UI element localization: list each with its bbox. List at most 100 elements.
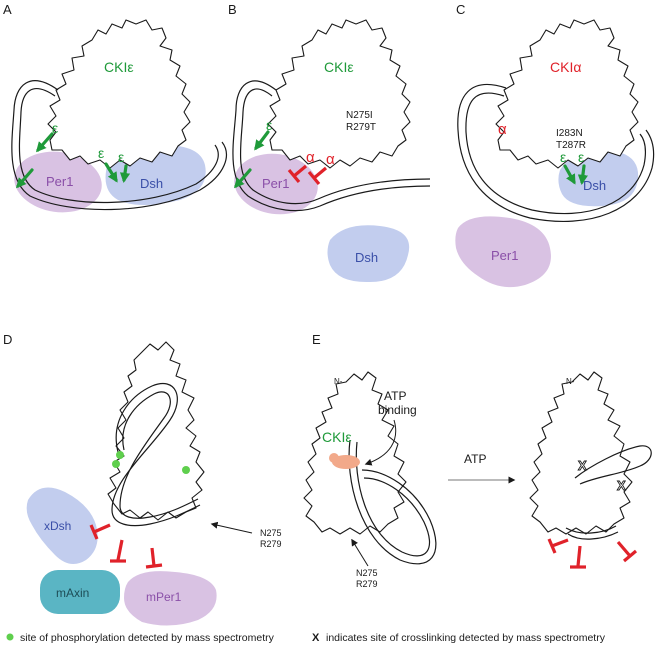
kinase-loop: [111, 383, 201, 527]
panel-letter-b: B: [228, 2, 237, 17]
nterm-label: N-: [334, 377, 343, 386]
site-pointer-arrow: [351, 538, 369, 567]
inhibition-bar: [576, 545, 582, 567]
per1-label: Per1: [491, 248, 518, 263]
kinase-loop: [457, 83, 655, 222]
xdsh-blob: [26, 487, 98, 564]
crosslink-mark: X: [578, 458, 587, 473]
inhibition-bar: [116, 539, 124, 561]
panel-letter-e: E: [312, 332, 321, 347]
kinase-loop: [348, 439, 437, 565]
maxin-blob: [40, 570, 120, 614]
kinase-loop: [574, 445, 652, 485]
inhibition-bar-cap: [89, 524, 99, 540]
kinase-outline: [267, 19, 411, 169]
kinase-loop-inner: [465, 92, 646, 215]
alpha-label: α: [498, 121, 507, 138]
maxin-label: mAxin: [56, 586, 89, 600]
kinase-loop-inner: [355, 441, 431, 557]
legend-phospho-text: site of phosphorylation detected by mass…: [20, 632, 275, 644]
kinase-outline: [303, 371, 407, 535]
epsilon-label: ε: [98, 145, 104, 161]
kinase-loop-inner: [119, 391, 199, 519]
kinase-outline: [107, 341, 205, 521]
dsh-label: Dsh: [583, 178, 606, 193]
phospho-dot: [112, 460, 120, 468]
atp-pointer-arrow: [364, 419, 397, 466]
site-label: R279: [260, 539, 282, 549]
panel-a: A CKIε Per1 Dsh ε ε ε: [3, 2, 227, 213]
epsilon-label: ε: [560, 149, 566, 165]
mper1-label: mPer1: [146, 590, 182, 604]
inhibition-bar: [292, 164, 308, 178]
kinase-loop: [11, 80, 227, 211]
panel-b: B CKIε Per1 Dsh N275I R279T ε α α: [228, 2, 431, 283]
legend: site of phosphorylation detected by mass…: [6, 632, 606, 644]
phosphorylation-arrow: [577, 164, 588, 186]
panel-letter-a: A: [3, 2, 12, 17]
legend-x-symbol: X: [312, 632, 320, 644]
phospho-dot-legend: [6, 633, 14, 641]
panel-c: C CKIα α I283N T287R ε ε Dsh Per1: [455, 2, 655, 288]
inhibition-bar-cap: [622, 549, 638, 563]
epsilon-label: ε: [118, 149, 124, 165]
epsilon-label: ε: [266, 117, 272, 133]
phosphorylation-arrow: [254, 130, 270, 151]
dsh-label: Dsh: [355, 250, 378, 265]
kinase-label: CKIε: [104, 59, 134, 75]
atp-binding-label: binding: [378, 403, 417, 417]
epsilon-label: ε: [578, 149, 584, 165]
per1-label: Per1: [262, 176, 289, 191]
phospho-dot: [182, 466, 190, 474]
phospho-dot: [116, 451, 124, 459]
mper1-blob: [124, 571, 217, 626]
inhibition-bar: [93, 523, 111, 534]
epsilon-label: ε: [52, 120, 58, 136]
atp-binding-label: ATP: [384, 389, 406, 403]
inhibition-bar-cap: [307, 170, 321, 186]
dsh-blob: [327, 225, 410, 283]
inhibition-bar: [616, 540, 632, 558]
per1-blob: [234, 153, 318, 215]
per1-label: Per1: [46, 174, 73, 189]
inhibition-bar-cap: [287, 168, 301, 184]
phosphorylation-arrow: [104, 162, 118, 183]
inhibition-bar-cap: [547, 538, 557, 554]
site-label: N275: [356, 568, 378, 578]
mutation-label: N275I: [346, 110, 373, 121]
panel-d: D xDsh mAxin mPer1 N275 R279: [3, 332, 282, 626]
panel-letter-d: D: [3, 332, 12, 347]
site-label: N275: [260, 528, 282, 538]
kinase-loop-inner: [239, 88, 431, 205]
alpha-label: α: [326, 151, 335, 168]
inhibition-bar-cap: [145, 563, 163, 569]
atp-transition-label: ATP: [464, 452, 486, 466]
kinase-outline: [47, 19, 191, 169]
kinase-loop: [232, 80, 431, 212]
inhibition-bar: [312, 166, 328, 180]
kinase-label: CKIε: [322, 429, 352, 445]
kinase-label: CKIα: [550, 59, 581, 75]
mutation-label: R279T: [346, 122, 376, 133]
inhibition-bar: [150, 547, 156, 567]
kinase-loop-tail-inner: [565, 525, 617, 534]
legend-crosslink-text: indicates site of crosslinking detected …: [326, 632, 606, 644]
per1-blob: [14, 151, 102, 213]
phosphorylation-arrow: [233, 168, 252, 189]
nterm-label: N-: [566, 377, 575, 386]
kinase-loop-tail: [567, 531, 619, 540]
atp-binding-site: [332, 455, 360, 469]
mutation-label: T287R: [556, 140, 586, 151]
per1-blob: [455, 216, 551, 288]
kinase-loop-inner: [18, 88, 219, 204]
inhibition-bar: [551, 538, 569, 548]
panel-e: E N- CKIε ATP binding N275 R279 ATP N- X…: [303, 332, 652, 589]
site-label: R279: [356, 579, 378, 589]
mutation-label: I283N: [556, 128, 583, 139]
dsh-label: Dsh: [140, 176, 163, 191]
phosphorylation-arrow: [119, 164, 131, 184]
site-pointer-arrow: [210, 521, 253, 534]
xdsh-label: xDsh: [44, 519, 71, 533]
phosphorylation-arrow: [35, 132, 54, 153]
